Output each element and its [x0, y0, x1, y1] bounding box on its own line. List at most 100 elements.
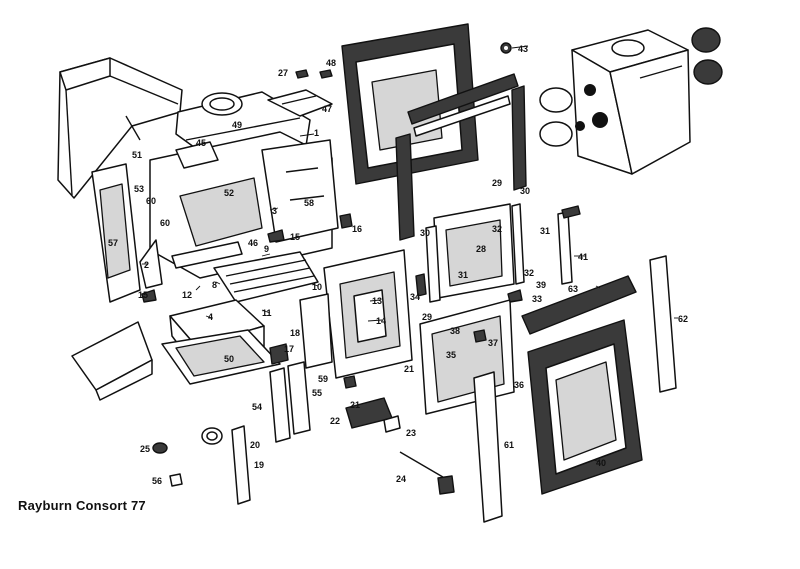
callout-28: 28	[476, 244, 486, 254]
part-62-right-strip	[649, 255, 677, 393]
callout-23: 23	[406, 428, 416, 438]
callout-labels: 1 2 3 4 8 9 10 11 12 13 14 15 15 16 17 1…	[108, 44, 688, 486]
part-43-nut	[500, 42, 512, 54]
callout-47: 47	[322, 104, 332, 114]
callout-17: 17	[284, 344, 294, 354]
callout-33: 33	[532, 294, 542, 304]
part-13-door-frame	[323, 249, 413, 379]
part-35-lower-door	[419, 299, 515, 415]
callout-39: 39	[536, 280, 546, 290]
part-54-bracket	[269, 367, 291, 443]
callout-15b: 15	[290, 232, 300, 242]
callout-49: 49	[232, 120, 242, 130]
part-63-oven-door-top	[521, 275, 637, 335]
part-18-door-hinge	[299, 293, 333, 369]
part-25-knob	[152, 442, 168, 454]
callout-15a: 15	[138, 290, 148, 300]
part-27-clip	[295, 69, 309, 79]
callout-12: 12	[182, 290, 192, 300]
callout-9: 9	[264, 244, 269, 254]
part-24-tool	[399, 451, 455, 495]
callout-46: 46	[248, 238, 258, 248]
callout-60a: 60	[146, 196, 156, 206]
callout-24: 24	[396, 474, 406, 484]
part-top-door-panel	[341, 23, 479, 185]
callout-18: 18	[290, 328, 300, 338]
callout-2: 2	[144, 260, 149, 270]
callout-31a: 31	[540, 226, 550, 236]
callout-59: 59	[318, 374, 328, 384]
callout-40: 40	[596, 458, 606, 468]
callout-60b: 60	[160, 218, 170, 228]
part-grate-bars	[171, 241, 319, 303]
callout-43: 43	[518, 44, 528, 54]
callout-11: 11	[262, 308, 272, 318]
callout-25: 25	[140, 444, 150, 454]
callout-53: 53	[134, 184, 144, 194]
part-41-latch	[557, 205, 581, 285]
callout-21a: 21	[404, 364, 414, 374]
callout-45: 45	[196, 138, 206, 148]
callout-4: 4	[208, 312, 213, 322]
part-50-ash-tray	[161, 329, 281, 385]
callout-8a: 8	[212, 280, 217, 290]
callout-50: 50	[224, 354, 234, 364]
part-19-thermostat-rod	[231, 425, 251, 505]
part-outline-discs	[539, 87, 573, 147]
callout-1: 1	[314, 128, 319, 138]
callout-61: 61	[504, 440, 514, 450]
diagram-caption: Rayburn Consort 77	[18, 498, 146, 513]
part-28-glass-door	[425, 203, 525, 303]
callout-32a: 32	[492, 224, 502, 234]
part-47-plate	[267, 89, 333, 117]
part-23-clip	[383, 415, 401, 433]
part-57-side-panel	[91, 163, 141, 303]
callout-51: 51	[132, 150, 142, 160]
callout-55: 55	[312, 388, 322, 398]
part-2-bracket	[139, 239, 163, 289]
callout-20: 20	[250, 440, 260, 450]
callout-22: 22	[330, 416, 340, 426]
part-56-clip	[169, 473, 183, 487]
callout-62: 62	[678, 314, 688, 324]
callout-27: 27	[278, 68, 288, 78]
callout-56: 56	[152, 476, 162, 486]
part-small-fittings	[141, 213, 523, 389]
callout-16: 16	[352, 224, 362, 234]
part-black-disc-1	[691, 27, 723, 85]
callout-37: 37	[488, 338, 498, 348]
callout-48: 48	[326, 58, 336, 68]
callout-35: 35	[446, 350, 456, 360]
leader-lines	[142, 45, 678, 463]
part-48-clip	[319, 69, 333, 79]
callout-3: 3	[272, 206, 277, 216]
part-top-rails	[395, 73, 527, 241]
part-61-side-strip	[473, 371, 503, 523]
callout-57: 57	[108, 238, 118, 248]
part-55-bracket	[287, 361, 311, 435]
callout-38: 38	[450, 326, 460, 336]
callout-36: 36	[514, 380, 524, 390]
callout-13: 13	[372, 296, 382, 306]
part-20-coil	[201, 427, 223, 445]
part-back-panel-left	[57, 57, 183, 199]
part-40-oven-door	[527, 319, 643, 495]
callout-30b: 30	[420, 228, 430, 238]
callout-10: 10	[312, 282, 322, 292]
part-shelf-left	[71, 321, 153, 401]
callout-32b: 32	[524, 268, 534, 278]
callout-54: 54	[252, 402, 262, 412]
callout-30a: 30	[520, 186, 530, 196]
callout-14: 14	[376, 316, 386, 326]
callout-58: 58	[304, 198, 314, 208]
part-right-box	[571, 29, 691, 175]
callout-29b: 29	[422, 312, 432, 322]
callout-31b: 31	[458, 270, 468, 280]
callout-41: 41	[578, 252, 588, 262]
callout-21b: 21	[350, 400, 360, 410]
callout-52: 52	[224, 188, 234, 198]
callout-29a: 29	[492, 178, 502, 188]
callout-19: 19	[254, 460, 264, 470]
